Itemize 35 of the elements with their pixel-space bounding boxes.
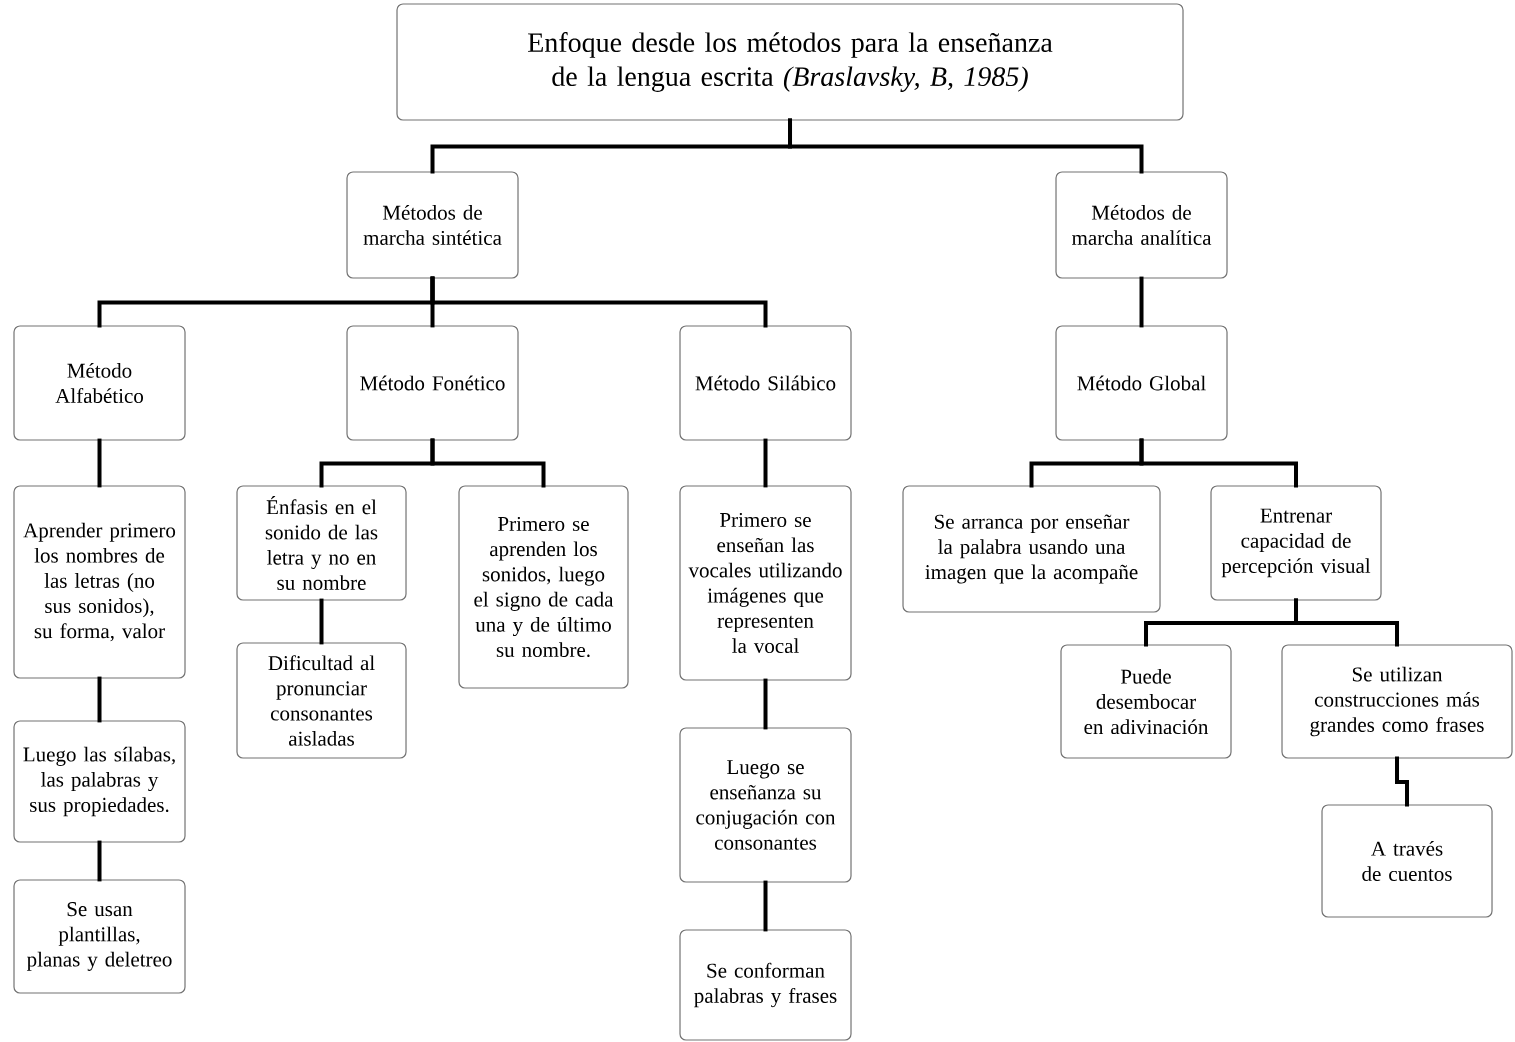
concept-box: Énfasis en el sonido de las letra y no en su nombre — [236, 485, 407, 601]
connector — [97, 438, 102, 488]
concept-box: Luego las sílabas, las palabras y sus propiedades. — [13, 720, 186, 843]
connector — [430, 438, 546, 488]
concept-box: Se usan plantillas, planas y deletreo — [13, 879, 186, 994]
concept-box: Puede desembocar en adivinación — [1060, 644, 1232, 759]
connector — [97, 840, 102, 882]
connector — [319, 598, 324, 645]
concept-box: Métodos de marcha sintética — [346, 171, 519, 279]
connector — [97, 676, 102, 723]
connector — [763, 438, 768, 488]
connector — [430, 276, 768, 328]
concept-box: Primero se enseñan las vocales utilizando imágenes que representen la vocal — [679, 485, 852, 681]
concept-box: Métodos de marcha analítica — [1055, 171, 1228, 279]
title-box: Enfoque desde los métodos para la enseñanza de la lengua escrita (Braslavsky, B, 1985) — [396, 3, 1184, 121]
concept-box: Dificultad al pronunciar consonantes aisladas — [236, 642, 407, 759]
concept-box: Método Silábico — [679, 325, 852, 441]
concept-box: Método Alfabético — [13, 325, 186, 441]
concept-box: Primero se aprenden los sonidos, luego el signo de cada una y de último su nombre. — [458, 485, 629, 689]
concept-box: Método Fonético — [346, 325, 519, 441]
connector — [763, 880, 768, 932]
concept-box: A través de cuentos — [1321, 804, 1493, 918]
connector — [1294, 598, 1399, 647]
connector — [1139, 276, 1144, 328]
connector — [1139, 438, 1298, 488]
concept-box: Aprender primero los nombres de las letras (no sus sonidos), su forma, valor — [13, 485, 186, 679]
concept-box: Método Global — [1055, 325, 1228, 441]
connector — [763, 678, 768, 730]
concept-box: Luego se enseñanza su conjugación con consonantes — [679, 727, 852, 883]
concept-box: Se conforman palabras y frases — [679, 929, 852, 1041]
concept-box: Se arranca por enseñar la palabra usando una imagen que la acompañe — [902, 485, 1161, 613]
concept-box: Entrenar capacidad de percepción visual — [1210, 485, 1382, 601]
connector — [788, 118, 1144, 174]
concept-box: Se utilizan construcciones más grandes como frases — [1281, 644, 1513, 759]
connector — [1395, 756, 1409, 807]
